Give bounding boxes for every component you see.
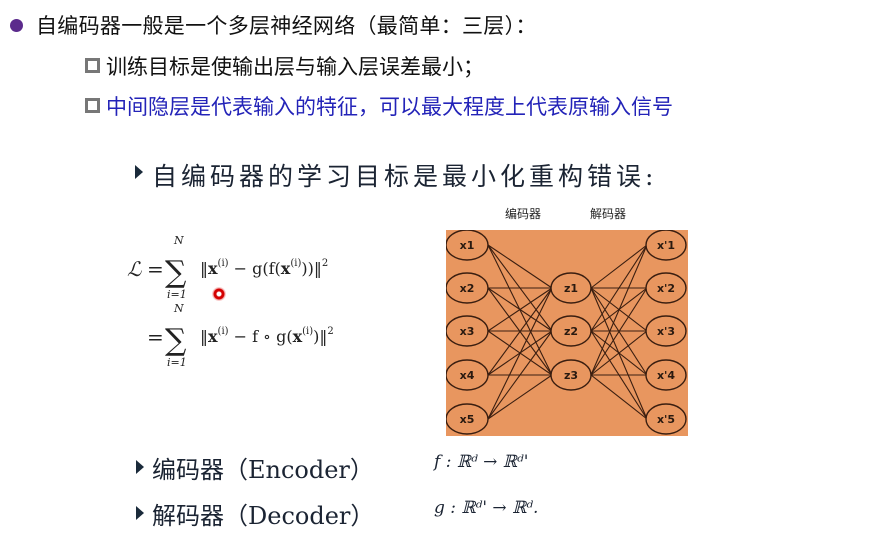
node-x4: x4 bbox=[460, 369, 475, 382]
node-x2: x2 bbox=[460, 282, 475, 295]
section-heading: 自编码器的学习目标是最小化重构错误: bbox=[152, 162, 658, 191]
node-xp5: x'5 bbox=[657, 413, 675, 426]
autoencoder-diagram: x1 x2 x3 x4 x5 z1 z2 z3 x'1 x'2 x'3 x'4 … bbox=[446, 230, 688, 436]
node-xp2: x'2 bbox=[657, 282, 675, 295]
node-x3: x3 bbox=[460, 325, 475, 338]
pointer-cursor-icon bbox=[212, 287, 226, 301]
node-xp4: x'4 bbox=[657, 369, 675, 382]
node-xp1: x'1 bbox=[657, 239, 675, 252]
encoder-mapping: f : ℝᵈ → ℝᵈ' bbox=[434, 452, 529, 472]
triangle-bullet-icon bbox=[136, 460, 144, 474]
square-bullet-icon bbox=[85, 98, 100, 113]
node-x5: x5 bbox=[460, 413, 475, 426]
svg-text:∑: ∑ bbox=[165, 255, 187, 290]
encoder-definition: 编码器（Encoder） bbox=[152, 456, 374, 484]
main-bullet-text: 自编码器一般是一个多层神经网络（最简单：三层）： bbox=[36, 14, 537, 38]
node-z1: z1 bbox=[564, 282, 578, 295]
svg-text:ℒ: ℒ bbox=[127, 257, 142, 281]
decoder-mapping: g : ℝᵈ' → ℝᵈ. bbox=[434, 498, 539, 518]
node-z2: z2 bbox=[564, 325, 578, 338]
triangle-bullet-icon bbox=[136, 506, 144, 520]
decoder-label: 解码器 bbox=[590, 207, 627, 221]
svg-text:N: N bbox=[173, 234, 184, 247]
encoder-label: 编码器 bbox=[505, 207, 542, 221]
triangle-bullet-icon bbox=[135, 165, 143, 179]
svg-text:‖x(i) − f ∘ g(x(i))‖2: ‖x(i) − f ∘ g(x(i))‖2 bbox=[200, 326, 334, 346]
svg-text:i=1: i=1 bbox=[167, 288, 187, 301]
svg-text:∑: ∑ bbox=[165, 323, 187, 358]
svg-text:‖x(i) − g(f(x(i)))‖2: ‖x(i) − g(f(x(i)))‖2 bbox=[200, 258, 328, 278]
sub-bullet-1-text: 训练目标是使输出层与输入层误差最小； bbox=[106, 55, 484, 79]
loss-formula: ℒ = N ∑ i=1 ‖x(i) − g(f(x(i)))‖2 = N ∑ i… bbox=[127, 234, 334, 369]
node-z3: z3 bbox=[564, 369, 578, 382]
square-bullet-icon bbox=[85, 58, 100, 73]
node-xp3: x'3 bbox=[657, 325, 675, 338]
svg-text:=: = bbox=[147, 325, 164, 349]
svg-text:=: = bbox=[147, 257, 164, 281]
svg-text:i=1: i=1 bbox=[167, 356, 187, 369]
sub-bullet-2-text: 中间隐层是代表输入的特征，可以最大程度上代表原输入信号 bbox=[106, 95, 673, 119]
bullet-dot-icon bbox=[10, 19, 23, 32]
node-x1: x1 bbox=[460, 239, 475, 252]
svg-text:N: N bbox=[173, 302, 184, 315]
decoder-definition: 解码器（Decoder） bbox=[152, 502, 375, 530]
